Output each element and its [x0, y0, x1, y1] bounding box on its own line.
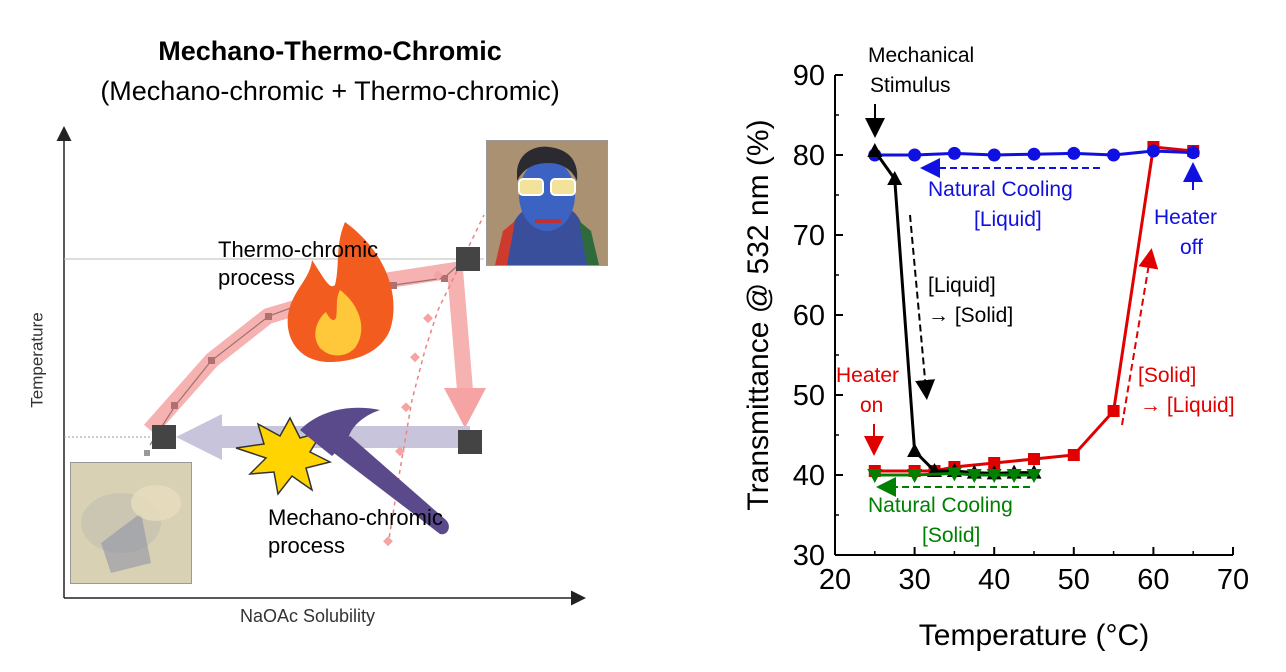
y-tick-label: 40 — [793, 460, 825, 492]
data-point — [1186, 146, 1200, 160]
schematic-diagram — [56, 126, 586, 606]
chart-y-axis-label: Transmittance @ 532 nm (%) — [742, 119, 775, 510]
state-square-right — [458, 430, 482, 454]
data-point — [1026, 469, 1042, 483]
thermo-arrowhead — [444, 388, 486, 428]
x-tick-label: 40 — [978, 564, 1010, 596]
data-point — [988, 457, 1001, 469]
liquid-to-solid-arrow — [909, 214, 936, 400]
x-tick-label: 50 — [1058, 564, 1090, 596]
x-tick-label: 30 — [898, 564, 930, 596]
state-square-top — [456, 247, 480, 271]
annotation-cooling-solid-line1: Natural Cooling — [868, 494, 1013, 517]
mechano-sample-image — [70, 462, 192, 584]
annotation-solid-liquid-line1: [Solid] — [1138, 364, 1196, 387]
y-tick-label: 70 — [793, 220, 825, 252]
y-tick-label: 50 — [793, 380, 825, 412]
data-point — [966, 469, 982, 483]
data-point — [1027, 147, 1041, 161]
data-point — [907, 443, 923, 457]
schematic-x-axis-label: NaOAc Solubility — [240, 606, 376, 626]
left-panel-title: Mechano-Thermo-Chromic — [158, 36, 502, 66]
data-point — [907, 469, 923, 483]
chart-series — [867, 141, 1200, 483]
data-point — [867, 469, 883, 483]
x-tick-label: 60 — [1137, 564, 1169, 596]
y-tick-label: 90 — [793, 60, 825, 92]
small-gray-square — [144, 450, 150, 456]
state-square-left — [152, 425, 176, 449]
series-3 — [867, 467, 1042, 483]
mechano-process-label: Mechano-chromic process — [268, 505, 443, 558]
annotation-heater-on-line2: on — [860, 394, 883, 417]
data-point — [887, 171, 903, 185]
x-tick-label: 20 — [819, 564, 851, 596]
thermo-process-label: Thermo-chromic process — [218, 237, 379, 290]
annotation-liquid-solid-line2: → [Solid] — [928, 304, 1013, 327]
data-point — [1067, 146, 1081, 160]
data-point — [867, 143, 883, 157]
annotation-cooling-liquid-line1: Natural Cooling — [928, 178, 1073, 201]
annotation-heater-off-line2: off — [1180, 236, 1203, 259]
data-point — [1146, 144, 1160, 158]
solid-to-liquid-arrow — [1121, 248, 1159, 426]
y-tick-label: 80 — [793, 140, 825, 172]
thermo-painting-image — [486, 140, 608, 266]
hammer-icon — [300, 407, 449, 535]
chart-x-axis-label: Temperature (°C) — [919, 619, 1149, 652]
annotation-cooling-solid-line2: [Solid] — [922, 524, 980, 547]
annotation-heater-off-line1: Heater — [1154, 206, 1217, 229]
series-1 — [868, 144, 1200, 162]
annotation-mech-line1: Mechanical — [868, 44, 974, 67]
data-point — [1028, 453, 1040, 465]
y-tick-label: 60 — [793, 300, 825, 332]
dotted-solubility-line — [387, 214, 485, 546]
annotation-solid-liquid-line2: → [Liquid] — [1140, 394, 1235, 417]
data-point — [986, 469, 1002, 483]
data-point — [908, 148, 922, 162]
annotation-cooling-liquid-line2: [Liquid] — [974, 208, 1042, 231]
schematic-y-axis-label: Temperature — [27, 312, 47, 408]
mechano-arrowhead — [176, 414, 222, 460]
impact-burst-icon — [235, 416, 333, 496]
series-line — [874, 145, 1194, 473]
y-tick-label: 30 — [793, 540, 825, 572]
data-point — [1107, 148, 1121, 162]
data-point — [946, 467, 962, 482]
data-point — [1067, 449, 1080, 461]
annotation-liquid-solid-line1: [Liquid] — [928, 274, 996, 297]
data-point — [947, 146, 961, 160]
left-panel-subtitle: (Mechano-chromic + Thermo-chromic) — [100, 76, 560, 106]
data-point — [987, 148, 1001, 162]
annotation-heater-on-line1: Heater — [836, 364, 899, 387]
annotation-mech-line2: Stimulus — [870, 74, 951, 97]
flame-icon — [287, 222, 394, 362]
data-point — [1006, 469, 1022, 483]
x-tick-label: 70 — [1217, 564, 1249, 596]
data-point — [1107, 405, 1120, 417]
